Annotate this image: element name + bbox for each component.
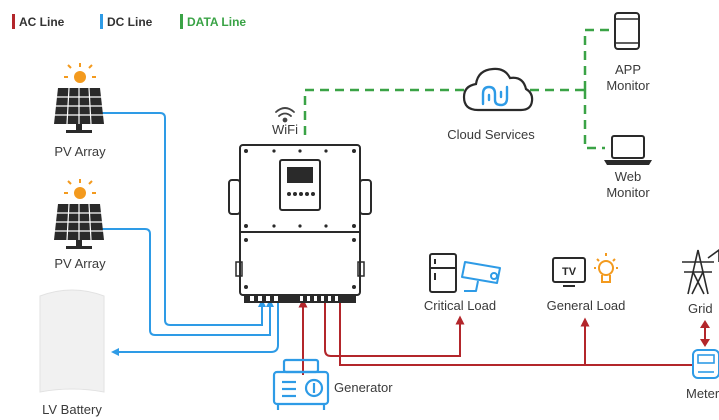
meter-label: Meter [686,386,719,401]
pv-array-1 [54,63,104,133]
dc-line-battery [111,303,279,356]
critical-load-label: Critical Load [423,298,497,313]
inverter-icon [228,144,372,303]
svg-text:TV: TV [562,266,577,278]
ac-line-main [339,303,705,366]
bulb-icon [594,253,618,283]
generator-label: Generator [334,380,393,395]
legend-dc-swatch [100,14,103,29]
pv-array-2 [54,179,104,249]
legend-ac: AC Line [12,14,64,29]
web-monitor-label-2: Monitor [606,185,650,200]
cloud-label: Cloud Services [447,127,535,142]
generator-icon [272,358,330,410]
app-monitor-label-1: APP [614,62,641,77]
general-load-label: General Load [546,298,626,313]
dc-lines [100,112,279,356]
phone-icon [614,12,640,50]
solar-panel-icon [54,203,104,249]
wifi-icon [275,107,295,123]
data-line-web [583,90,605,150]
legend-data-label: DATA Line [187,14,247,29]
sun-icon [64,63,96,83]
cloud-icon [462,67,534,112]
grid-meter-arrows [700,320,710,347]
sun-icon [64,179,96,199]
battery-label: LV Battery [42,402,102,417]
app-monitor-label-2: Monitor [606,78,650,93]
tower-icon [682,249,719,295]
dc-line-pv1 [100,112,266,326]
data-line-app [583,28,610,90]
data-lines [303,28,610,150]
camera-icon [461,261,501,292]
tv-icon: TV [552,257,586,287]
data-line-inverter-cloud [303,88,470,135]
ac-line-critical [324,303,465,357]
legend-ac-swatch [12,14,15,29]
legend-data: DATA Line [180,14,246,29]
meter-icon [692,349,719,379]
pv-array-1-label: PV Array [54,144,106,159]
battery-icon [39,289,105,393]
fridge-icon [429,253,457,293]
web-monitor-label-1: Web [614,169,642,184]
pv-array-2-label: PV Array [54,256,106,271]
wifi-label: WiFi [272,122,298,137]
ac-lines [298,298,706,375]
dc-line-pv2 [100,228,274,336]
legend-data-swatch [180,14,183,29]
legend-dc: DC Line [100,14,152,29]
solar-panel-icon [54,87,104,133]
legend-ac-label: AC Line [19,14,65,29]
laptop-icon [604,135,652,165]
legend-dc-label: DC Line [107,14,153,29]
grid-label: Grid [688,301,713,316]
